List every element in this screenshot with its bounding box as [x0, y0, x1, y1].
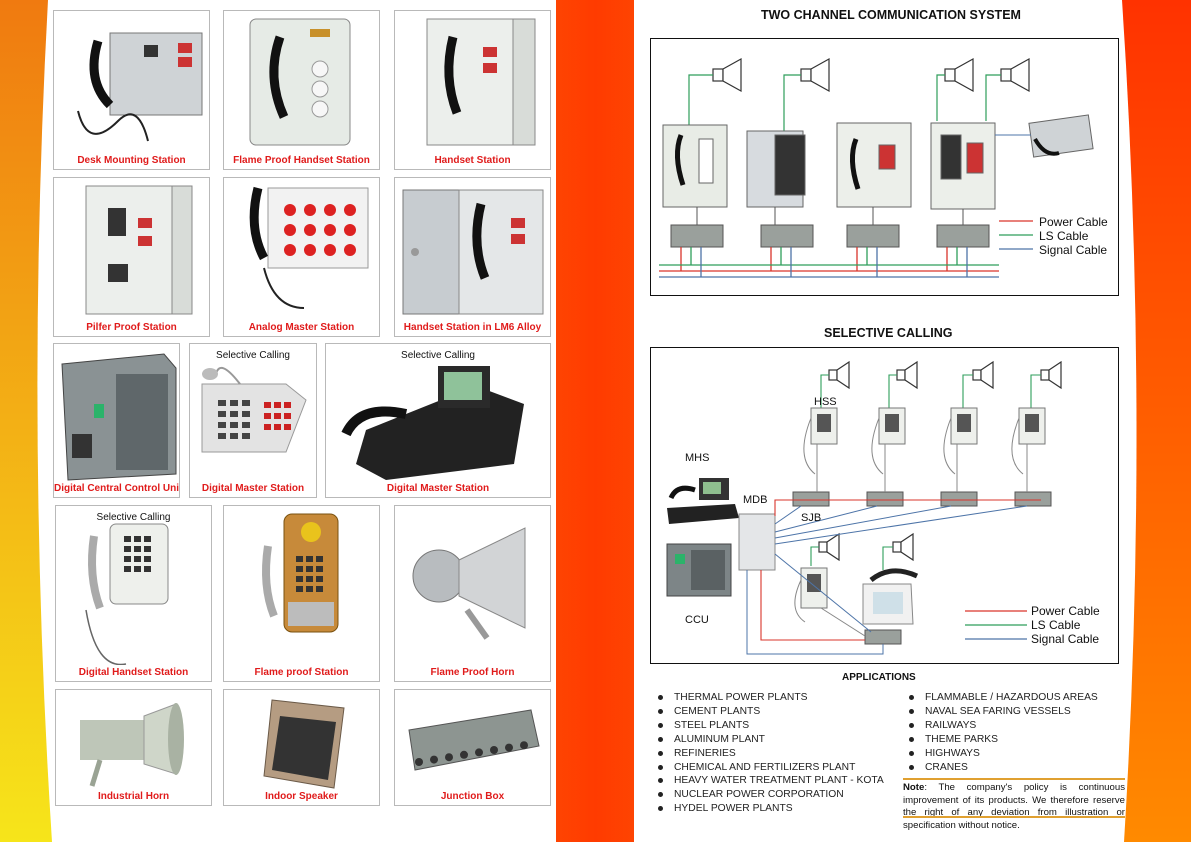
product-caption: Junction Box	[440, 791, 505, 802]
product-card-junction-box: Junction Box	[394, 689, 551, 806]
two-channel-diagram: Power Cable LS Cable Signal Cable	[650, 38, 1119, 296]
product-card-handset-station: Handset Station	[394, 10, 551, 170]
legend-ls-cable: LS Cable	[1031, 618, 1081, 632]
application-item: CEMENT PLANTS	[656, 705, 884, 719]
application-item: REFINERIES	[656, 747, 884, 761]
mdb-box	[738, 513, 776, 571]
product-caption: Industrial Horn	[97, 791, 170, 802]
two-channel-title: TWO CHANNEL COMMUNICATION SYSTEM	[761, 8, 1021, 22]
indoor-speaker-icon	[263, 699, 345, 789]
product-subtitle: Selective Calling	[96, 512, 171, 523]
application-item: HEAVY WATER TREATMENT PLANT - KOTA	[656, 774, 884, 788]
handset-lm6-icon	[402, 189, 544, 315]
desk-phone-icon	[667, 478, 739, 524]
central-control-icon	[61, 353, 177, 481]
product-caption: Digital Master Station	[201, 483, 305, 494]
pilfer-proof-icon	[85, 185, 193, 315]
legend-power-cable: Power Cable	[1039, 215, 1108, 229]
junction-box-icon	[670, 224, 990, 248]
product-card-flameproof-station: Flame proof Station	[223, 505, 380, 682]
application-item: HIGHWAYS	[907, 747, 1098, 761]
flameproof-handset-icon	[249, 18, 351, 146]
note-text: : The company's policy is continuous imp…	[903, 782, 1125, 831]
application-item: HYDEL POWER PLANTS	[656, 802, 884, 816]
product-card-desk-station: Desk Mounting Station	[53, 10, 210, 170]
product-caption: Digital Central Control Unit	[54, 483, 180, 494]
master-terminal-icon	[862, 568, 919, 625]
ccu-icon	[666, 543, 732, 597]
label-mhs: MHS	[685, 452, 710, 464]
speaker-icon	[818, 360, 1062, 562]
application-item: NAVAL SEA FARING VESSELS	[907, 705, 1098, 719]
product-caption: Flame Proof Handset Station	[233, 155, 370, 166]
product-card-industrial-horn: Industrial Horn	[55, 689, 212, 806]
product-caption: Analog Master Station	[248, 322, 355, 333]
industrial-horn-icon	[80, 703, 184, 787]
selective-calling-title: SELECTIVE CALLING	[824, 326, 953, 340]
digital-master-1-icon	[201, 366, 307, 453]
handset-station-icon	[426, 18, 536, 146]
product-subtitle: Selective Calling	[401, 350, 475, 361]
desk-station-icon	[77, 32, 203, 142]
product-caption: Flame Proof Horn	[430, 667, 515, 678]
product-caption: Pilfer Proof Station	[86, 322, 177, 333]
application-item: FLAMMABLE / HAZARDOUS AREAS	[907, 691, 1098, 705]
note-underline	[903, 816, 1125, 818]
application-item: THEME PARKS	[907, 733, 1098, 747]
junction-box-icon	[792, 491, 1052, 645]
label-mdb: MDB	[743, 494, 768, 506]
application-item: CHEMICAL AND FERTILIZERS PLANT	[656, 761, 884, 775]
product-card-flameproof-handset: Flame Proof Handset Station	[223, 10, 380, 170]
selective-calling-diagram: HSS MHS MDB SJB CCU Power Cable LS Cable…	[650, 347, 1119, 664]
analog-master-icon	[249, 186, 369, 309]
digital-master-2-icon	[341, 366, 524, 480]
selective-calling-drawing	[666, 360, 1062, 655]
product-card-flameproof-horn: Flame Proof Horn	[394, 505, 551, 682]
legend-power-cable: Power Cable	[1031, 604, 1100, 618]
application-item: CRANES	[907, 761, 1098, 775]
product-subtitle: Selective Calling	[216, 350, 290, 361]
digital-handset-icon	[85, 523, 169, 665]
junction-box-icon	[408, 709, 540, 771]
product-caption: Desk Mounting Station	[77, 155, 186, 166]
product-caption: Indoor Speaker	[265, 791, 338, 802]
application-item: NUCLEAR POWER CORPORATION	[656, 788, 884, 802]
legend-signal-cable: Signal Cable	[1039, 243, 1108, 257]
product-card-central-control: Digital Central Control Unit	[53, 343, 180, 498]
product-card-analog-master: Analog Master Station	[223, 177, 380, 337]
product-caption: Digital Master Station	[386, 483, 490, 494]
legend-ls-cable: LS Cable	[1039, 229, 1089, 243]
application-item: THERMAL POWER PLANTS	[656, 691, 884, 705]
product-caption: Digital Handset Station	[78, 667, 189, 678]
application-item: RAILWAYS	[907, 719, 1098, 733]
product-caption: Handset Station in LM6 Alloy	[403, 322, 542, 333]
legend-signal-cable: Signal Cable	[1031, 632, 1100, 646]
station-icon	[662, 114, 1094, 210]
disclaimer-note: Note: The company's policy is continuous…	[903, 778, 1125, 832]
application-item: ALUMINUM PLANT	[656, 733, 884, 747]
product-caption: Handset Station	[434, 155, 511, 166]
flameproof-station-icon	[262, 513, 339, 633]
product-card-handset-lm6: Handset Station in LM6 Alloy	[394, 177, 551, 337]
application-item: STEEL PLANTS	[656, 719, 884, 733]
hss-station-icon	[800, 407, 1046, 609]
flameproof-horn-icon	[412, 527, 526, 640]
two-channel-diagram-drawing	[659, 57, 1094, 278]
product-caption: Flame proof Station	[254, 667, 349, 678]
label-sjb: SJB	[801, 512, 822, 524]
label-hss: HSS	[814, 396, 837, 408]
applications-title: APPLICATIONS	[842, 672, 916, 683]
product-card-pilfer-proof: Pilfer Proof Station	[53, 177, 210, 337]
product-card-indoor-speaker: Indoor Speaker	[223, 689, 380, 806]
speaker-icon	[712, 57, 1030, 93]
label-ccu: CCU	[685, 614, 709, 626]
note-label: Note	[903, 782, 925, 793]
